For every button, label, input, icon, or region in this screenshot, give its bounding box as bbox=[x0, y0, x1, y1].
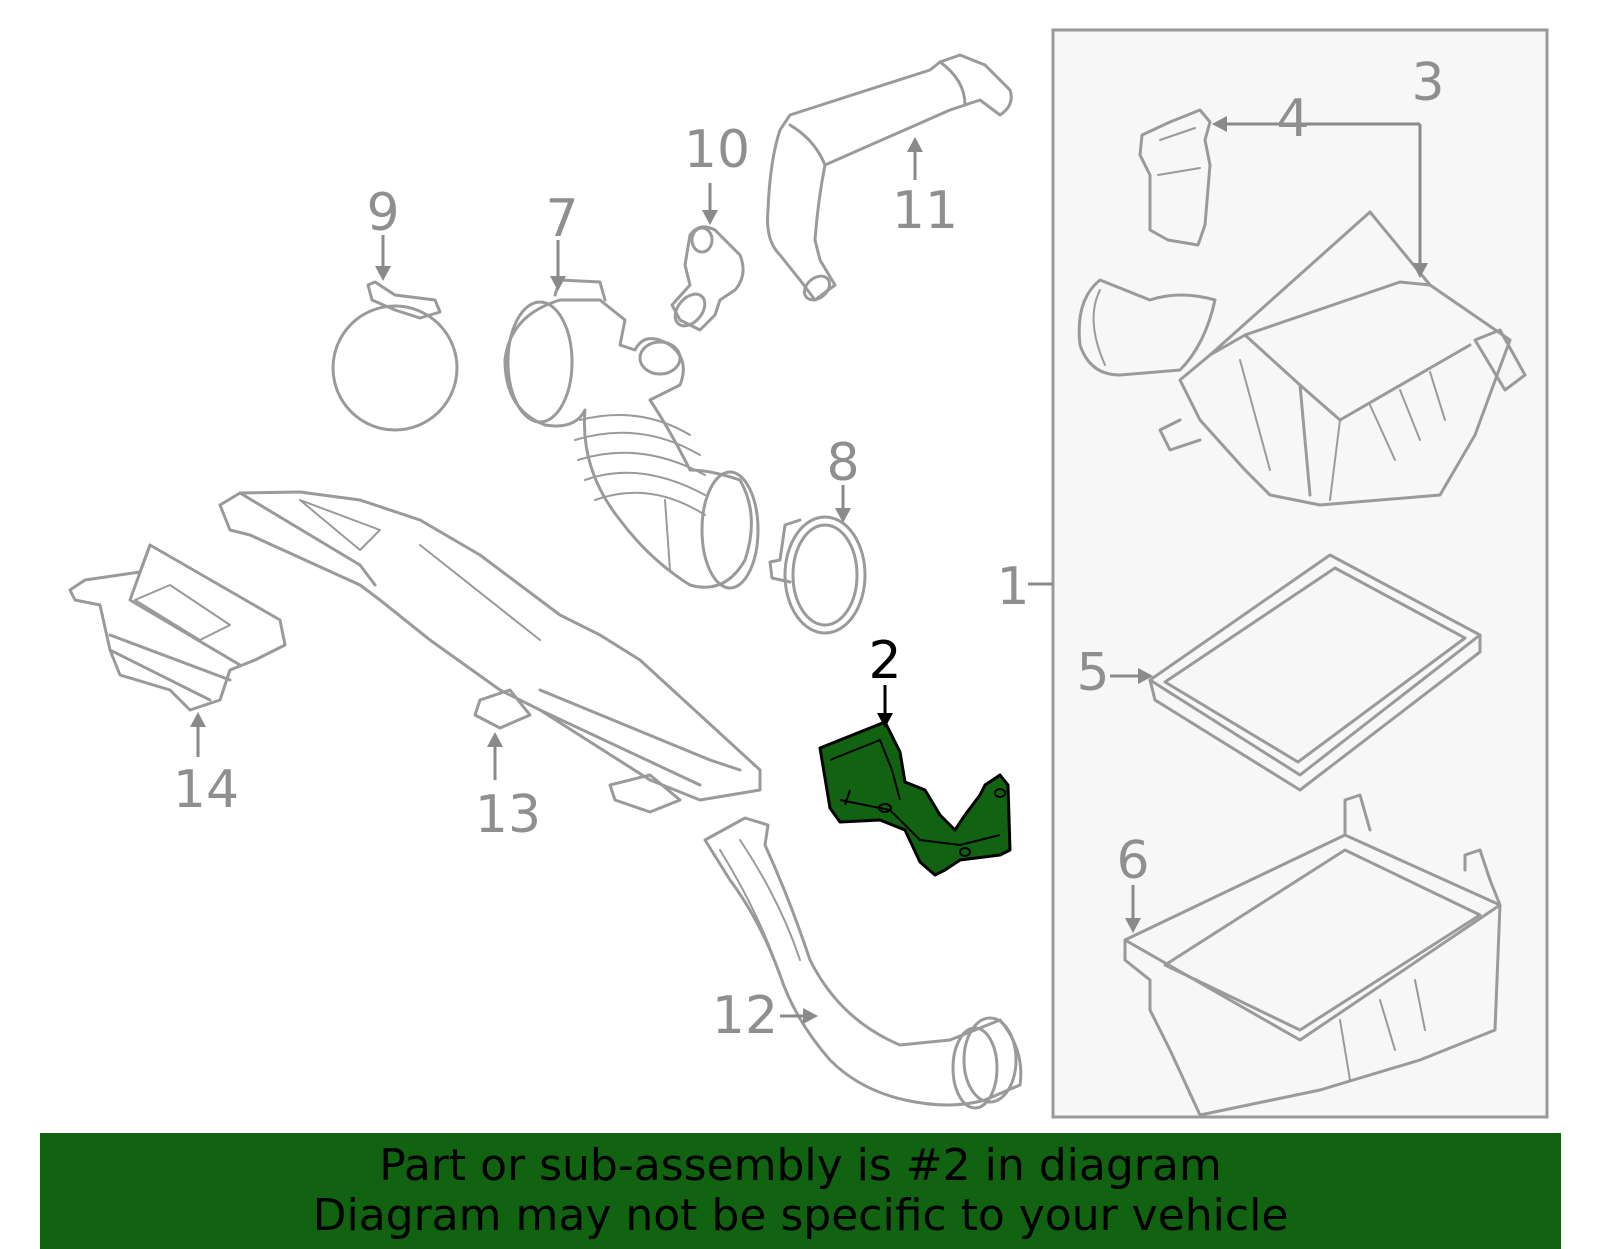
callout-13[interactable]: 13 bbox=[475, 785, 541, 845]
leaders bbox=[190, 116, 1428, 1024]
callout-6[interactable]: 6 bbox=[1116, 831, 1149, 891]
callout-2[interactable]: 2 bbox=[868, 631, 901, 691]
callout-7[interactable]: 7 bbox=[545, 189, 578, 249]
part-12-intake-duct bbox=[703, 816, 1023, 1110]
part-10-connector bbox=[670, 225, 745, 332]
callout-3[interactable]: 3 bbox=[1411, 53, 1444, 113]
banner-part-line: Part or sub-assembly is #2 in diagram bbox=[379, 1140, 1222, 1191]
callout-12[interactable]: 12 bbox=[712, 986, 778, 1046]
part-13-air-duct bbox=[218, 490, 762, 814]
callout-labels: 1 2 3 4 5 6 7 8 9 10 11 12 13 14 bbox=[173, 53, 1445, 1046]
callout-5[interactable]: 5 bbox=[1076, 643, 1109, 703]
callout-1[interactable]: 1 bbox=[996, 557, 1029, 617]
part-2-bracket bbox=[818, 720, 1012, 877]
info-banner: Part or sub-assembly is #2 in diagram Di… bbox=[40, 1133, 1561, 1249]
callout-14[interactable]: 14 bbox=[173, 760, 239, 820]
assembly-box bbox=[1051, 28, 1549, 1119]
callout-8[interactable]: 8 bbox=[826, 433, 859, 493]
part-7-intake-hose bbox=[503, 278, 760, 590]
part-11-breather-hose bbox=[766, 53, 1013, 302]
part-14-resonator bbox=[68, 543, 287, 712]
part-4-maf-sensor bbox=[1138, 108, 1212, 247]
part-6-lower-case bbox=[1123, 793, 1502, 1117]
callout-9[interactable]: 9 bbox=[366, 183, 399, 243]
callout-11[interactable]: 11 bbox=[892, 181, 958, 241]
part-5-filter bbox=[1148, 553, 1482, 792]
part-3-upper-housing bbox=[1077, 210, 1527, 507]
callout-10[interactable]: 10 bbox=[684, 120, 750, 180]
part-8-clamp bbox=[768, 515, 867, 635]
part-9-clamp bbox=[331, 280, 459, 432]
banner-disclaimer-line: Diagram may not be specific to your vehi… bbox=[312, 1190, 1289, 1241]
callout-4[interactable]: 4 bbox=[1276, 89, 1309, 149]
